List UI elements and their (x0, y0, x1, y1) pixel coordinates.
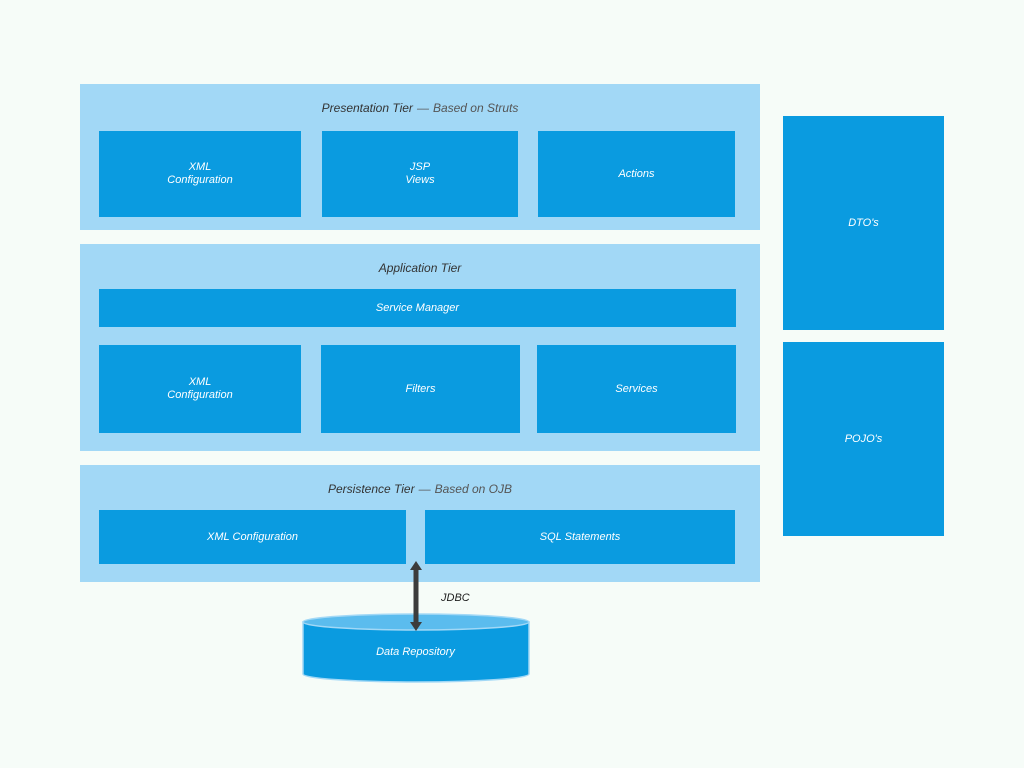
application-tier-title: Application Tier (80, 261, 760, 275)
presentation-tier-separator: — (416, 101, 429, 115)
data-repository-label: Data Repository (376, 646, 455, 658)
component-label-line1: XML (188, 376, 212, 388)
presentation-jsp-views: JSP Views (322, 131, 518, 217)
application-filters: Filters (321, 345, 520, 433)
jdbc-arrow (410, 561, 422, 631)
component-label-line2: Configuration (167, 389, 233, 401)
persistence-xml-configuration: XML Configuration (99, 510, 406, 564)
persistence-sql-statements: SQL Statements (425, 510, 735, 564)
presentation-tier-subtitle: Based on Struts (432, 101, 519, 115)
pojos-box: POJO's (783, 342, 944, 536)
application-services: Services (537, 345, 736, 433)
persistence-tier-subtitle: Based on OJB (434, 482, 512, 496)
component-label-line1: Services (615, 382, 658, 395)
service-manager: Service Manager (99, 289, 736, 327)
component-label-line2: Configuration (167, 174, 233, 186)
persistence-tier-title: Persistence Tier—Based on OJB (80, 482, 760, 496)
application-tier: Application Tier Service Manager XML Con… (80, 244, 760, 451)
application-xml-configuration: XML Configuration (99, 345, 301, 433)
presentation-tier-title: Presentation Tier—Based on Struts (80, 101, 760, 115)
persistence-tier: Persistence Tier—Based on OJB XML Config… (80, 465, 760, 582)
dtos-box: DTO's (783, 116, 944, 330)
component-label-line2: Views (405, 174, 435, 186)
persistence-tier-separator: — (418, 482, 431, 496)
jdbc-label: JDBC (441, 592, 470, 604)
component-label: XML Configuration (207, 530, 298, 543)
presentation-tier: Presentation Tier—Based on Struts XML Co… (80, 84, 760, 230)
dtos-label: DTO's (848, 217, 879, 229)
component-label-line1: XML (188, 161, 212, 173)
persistence-tier-name: Persistence Tier (328, 482, 415, 496)
service-manager-label: Service Manager (375, 301, 460, 314)
component-label-line1: Actions (618, 167, 655, 180)
pojos-label: POJO's (844, 433, 883, 445)
component-label-line1: Filters (405, 382, 436, 395)
application-tier-name: Application Tier (378, 261, 462, 275)
component-label: SQL Statements (539, 530, 621, 543)
presentation-tier-name: Presentation Tier (321, 101, 413, 115)
presentation-actions: Actions (538, 131, 735, 217)
presentation-xml-configuration: XML Configuration (99, 131, 301, 217)
component-label-line1: JSP (409, 161, 431, 173)
